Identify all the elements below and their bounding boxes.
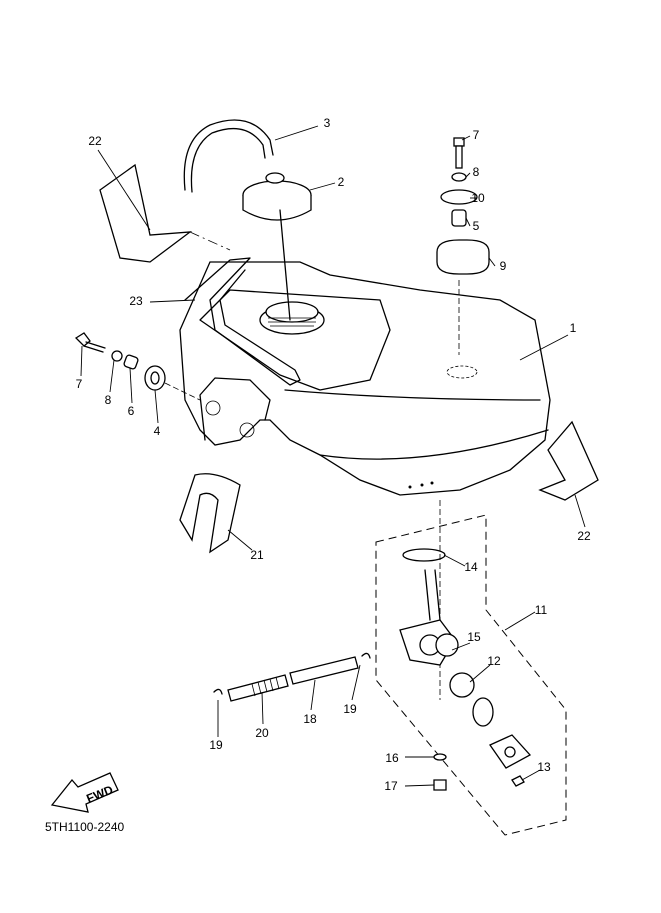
callout-label-21: 21 — [250, 548, 264, 562]
callout-label-7: 7 — [473, 128, 480, 142]
callout-label-6: 6 — [128, 404, 135, 418]
callout-leader-line — [309, 182, 336, 191]
fuel-cock-group-box — [375, 514, 567, 836]
callout-leader-line — [154, 389, 159, 424]
callout-label-8: 8 — [473, 165, 480, 179]
callout-leader-line — [149, 299, 196, 303]
callout-label-9: 9 — [500, 259, 507, 273]
plate-left — [99, 163, 193, 263]
left-mount-stack — [74, 332, 201, 401]
fuel-tank — [179, 261, 551, 496]
callout-leader-line — [443, 554, 466, 567]
callout-label-15: 15 — [467, 630, 481, 644]
callout-label-17: 17 — [384, 779, 398, 793]
callout-leader-line — [351, 664, 361, 701]
callout-label-7: 7 — [76, 377, 83, 391]
callout-leader-line — [451, 642, 471, 651]
callout-label-2: 2 — [338, 175, 345, 189]
callout-leader-line — [521, 769, 541, 781]
callout-label-13: 13 — [537, 760, 551, 774]
fuel-cap — [242, 172, 312, 321]
callout-leader-line — [274, 125, 319, 141]
callout-label-8: 8 — [105, 393, 112, 407]
callout-label-18: 18 — [303, 712, 317, 726]
callout-label-12: 12 — [487, 654, 501, 668]
callout-label-1: 1 — [570, 321, 577, 335]
plate-right — [538, 420, 599, 501]
callout-leader-line — [488, 257, 496, 267]
callout-label-5: 5 — [473, 219, 480, 233]
callout-label-22: 22 — [88, 134, 102, 148]
diagram-code: 5TH1100-2240 — [45, 820, 125, 834]
callout-leader-line — [261, 691, 264, 725]
callout-leader-line — [504, 611, 536, 631]
fuel-cock — [399, 500, 532, 791]
clip — [179, 473, 241, 554]
callout-label-19: 19 — [343, 702, 357, 716]
callout-leader-line — [227, 529, 253, 551]
callout-leader-line — [310, 679, 316, 711]
callout-leader-line — [97, 149, 151, 231]
callout-label-4: 4 — [154, 424, 161, 438]
callout-label-10: 10 — [471, 191, 485, 205]
fuel-hose-assembly — [213, 652, 371, 702]
callout-leader-line — [465, 217, 471, 227]
callout-leader-line — [469, 664, 491, 683]
tank-guard — [184, 257, 301, 386]
fwd-arrow: FWD — [50, 772, 119, 813]
callout-leader-line — [404, 784, 435, 787]
callout-label-3: 3 — [324, 116, 331, 130]
callout-label-20: 20 — [255, 726, 269, 740]
callout-leader-line — [519, 334, 569, 361]
callout-leader-line — [465, 172, 471, 178]
callout-leader-line — [461, 135, 471, 141]
callout-label-23: 23 — [129, 294, 143, 308]
callout-label-16: 16 — [385, 751, 399, 765]
callout-leader-line — [109, 359, 115, 393]
filler-neck — [259, 301, 325, 335]
callout-label-11: 11 — [535, 603, 548, 617]
breather-hose — [183, 119, 274, 193]
callout-label-19: 19 — [209, 738, 223, 752]
callout-leader-line — [129, 367, 133, 404]
callout-label-22: 22 — [577, 529, 591, 543]
callouts: 3222781059231786422211411151219182019161… — [76, 116, 591, 793]
callout-label-14: 14 — [464, 560, 478, 574]
callout-leader-line — [574, 494, 586, 528]
callout-leader-line — [80, 345, 83, 377]
